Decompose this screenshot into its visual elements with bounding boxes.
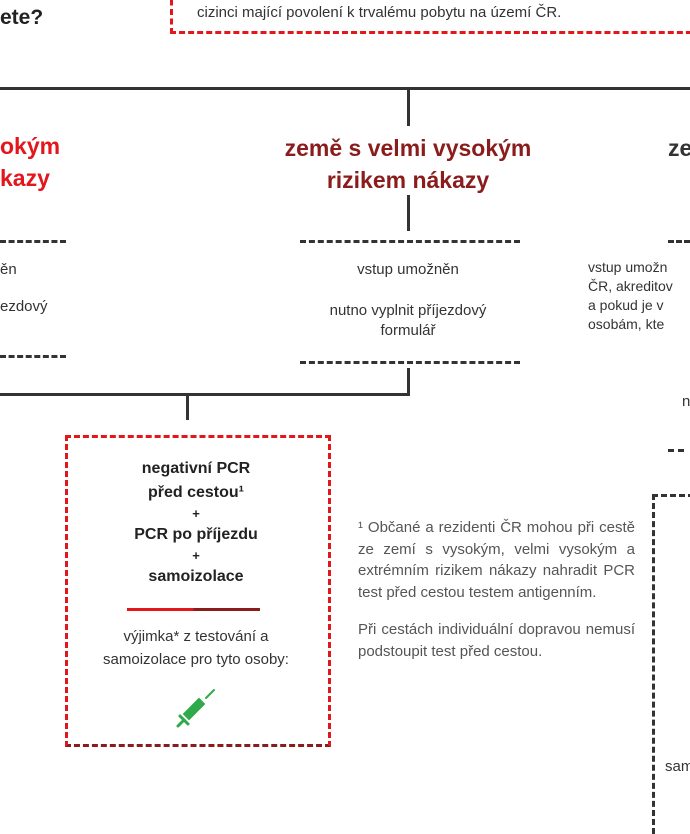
question-fragment: ete? <box>0 6 44 29</box>
plus-sign: + <box>192 548 200 563</box>
requirement-line: před cestou¹ <box>147 484 244 501</box>
requirement-line: samoizolace <box>148 568 244 585</box>
top-box-text: cizinci mající povolení k trvalému pobyt… <box>197 4 562 21</box>
plus-sign: + <box>192 506 200 521</box>
requirement-line: PCR po příjezdu <box>134 526 258 543</box>
connector <box>407 88 410 126</box>
divider <box>300 361 520 364</box>
right-line: ČR, akreditov <box>588 278 673 294</box>
left-heading-line: kazy <box>0 165 50 191</box>
left-heading: okým kazy <box>0 130 60 194</box>
requirements-list: negativní PCR před cestou¹ + PCR po příj… <box>134 457 258 589</box>
center-heading-line: rizikem nákazy <box>326 167 490 193</box>
exception-text: výjimka* z testování a samoizolace pro t… <box>103 625 289 671</box>
exception-line: samoizolace pro tyto osoby: <box>103 651 289 668</box>
footnote-paragraph: Při cestách individuální dopravou nemusí… <box>358 621 635 660</box>
top-info-box <box>170 0 690 34</box>
right-fragment: sam <box>665 758 690 775</box>
left-heading-line: okým <box>0 133 61 159</box>
requirement-line: negativní PCR <box>141 460 251 477</box>
connector-horizontal-top <box>0 87 690 90</box>
divider <box>668 240 690 243</box>
right-lines: vstup umožn ČR, akreditov a pokud je v o… <box>588 258 673 334</box>
footnote: ¹ Občané a rezidenti ČR mohou při cestě … <box>358 517 635 662</box>
left-line: ěn <box>0 261 17 278</box>
center-line: nutno vyplnit příjezdový <box>329 302 487 319</box>
exception-line: výjimka* z testování a <box>123 628 269 645</box>
divider <box>300 240 520 243</box>
right-fragment: n <box>682 393 690 410</box>
right-line: osobám, kte <box>588 316 665 332</box>
center-heading: země s velmi vysokým rizikem nákazy <box>285 132 532 196</box>
divider <box>0 355 66 358</box>
connector <box>186 394 189 420</box>
requirements-box <box>65 435 331 747</box>
divider <box>0 240 66 243</box>
center-line: formulář <box>380 322 436 339</box>
center-entry-allowed: vstup umožněn <box>357 261 459 278</box>
center-heading-line: země s velmi vysokým <box>284 135 532 161</box>
syringe-icon <box>176 689 215 728</box>
right-line: a pokud je v <box>588 297 664 313</box>
connector <box>407 368 410 396</box>
right-red-box <box>652 494 690 834</box>
connector <box>407 195 410 231</box>
separator-line <box>127 608 260 611</box>
center-form-required: nutno vyplnit příjezdový formulář <box>330 301 487 341</box>
connector <box>0 393 410 396</box>
footnote-paragraph: ¹ Občané a rezidenti ČR mohou při cestě … <box>358 519 635 601</box>
divider <box>668 449 684 452</box>
right-heading: ze <box>668 135 690 161</box>
left-line: ezdový <box>0 298 48 315</box>
right-line: vstup umožn <box>588 259 668 275</box>
